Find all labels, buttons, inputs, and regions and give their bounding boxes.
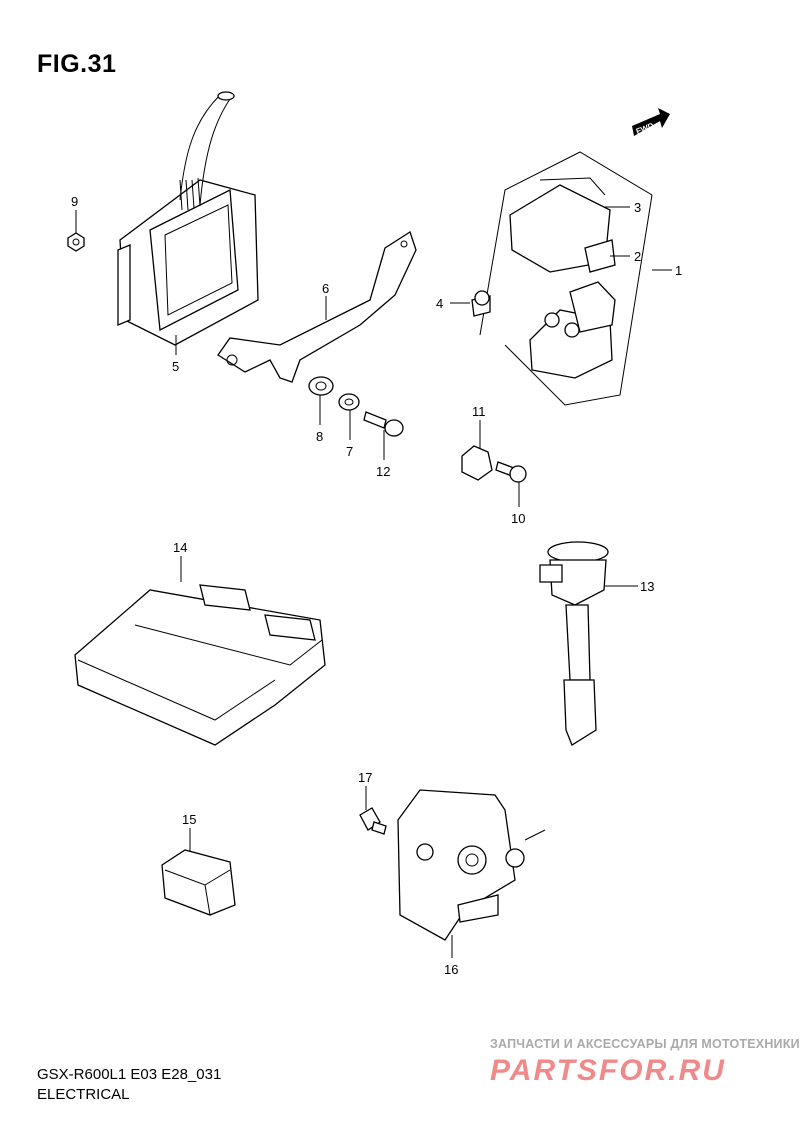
callout-7: 7 (346, 444, 353, 459)
callout-10: 10 (511, 511, 525, 526)
watermark-logo: PARTSFOR.RU (490, 1054, 726, 1087)
part-6-bracket[interactable] (217, 231, 417, 383)
figure-title: FIG.31 (37, 50, 117, 78)
callout-6: 6 (322, 281, 329, 296)
part-15-connector[interactable] (161, 849, 236, 916)
part-9-nut[interactable] (67, 232, 85, 252)
callout-1: 1 (675, 263, 682, 278)
callout-11: 11 (472, 404, 486, 419)
callout-13: 13 (640, 579, 654, 594)
section-name: ELECTRICAL (37, 1086, 130, 1103)
callout-5: 5 (172, 359, 179, 374)
part-5-regulator-rectifier[interactable] (117, 91, 259, 346)
part-17-screw[interactable] (359, 807, 387, 835)
part-12-bolt[interactable] (363, 411, 404, 437)
part-1-starter-relay-assembly[interactable] (471, 151, 653, 406)
callout-17: 17 (358, 770, 372, 785)
leader-lines (75, 206, 672, 958)
model-code: GSX-R600L1 E03 E28_031 (37, 1066, 222, 1083)
callout-2: 2 (634, 249, 641, 264)
callout-9: 9 (71, 194, 78, 209)
part-11-clamp[interactable] (461, 445, 493, 481)
part-16-sensor[interactable] (397, 789, 546, 941)
part-8-grommet[interactable] (308, 376, 334, 396)
callout-14: 14 (173, 540, 187, 555)
watermark-tagline: ЗАПЧАСТИ И АКСЕССУАРЫ ДЛЯ МОТОТЕХНИКИ (490, 1037, 800, 1051)
part-14-ecm[interactable] (74, 584, 326, 746)
part-7-collar[interactable] (338, 393, 360, 411)
callout-16: 16 (444, 962, 458, 977)
callout-12: 12 (376, 464, 390, 479)
callout-3: 3 (634, 200, 641, 215)
callout-15: 15 (182, 812, 196, 827)
part-13-ignition-coil[interactable] (539, 541, 609, 746)
svg-text:FWD: FWD (635, 121, 655, 136)
fwd-arrow-icon: FWD (632, 108, 670, 136)
part-10-bolt[interactable] (495, 461, 527, 483)
callout-8: 8 (316, 429, 323, 444)
callout-4: 4 (436, 296, 443, 311)
